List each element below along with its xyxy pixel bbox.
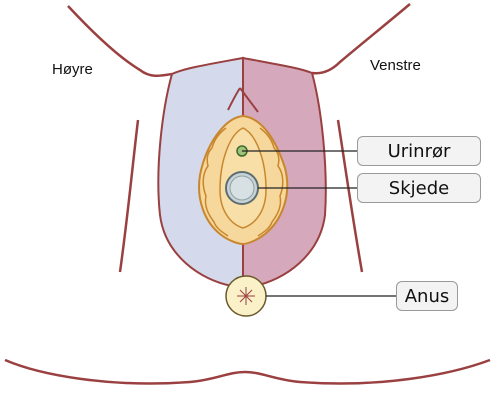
urethra-label: Urinrør [357,136,481,166]
labia-left-edge [257,127,284,237]
right-thigh-line [336,119,364,273]
left-upper-body-line [67,5,173,77]
labia-right-edge [202,127,229,237]
vagina-label: Skjede [357,173,481,203]
vagina-inner [229,175,255,201]
lower-body-line [4,358,491,385]
right-upper-body-line [311,3,411,75]
anus-label: Anus [396,281,458,311]
pubic-fold [227,87,259,113]
right-side-label: Høyre [52,61,93,78]
left-side-label: Venstre [370,57,421,74]
left-thigh-line [118,119,140,273]
anus-folds [237,287,255,305]
